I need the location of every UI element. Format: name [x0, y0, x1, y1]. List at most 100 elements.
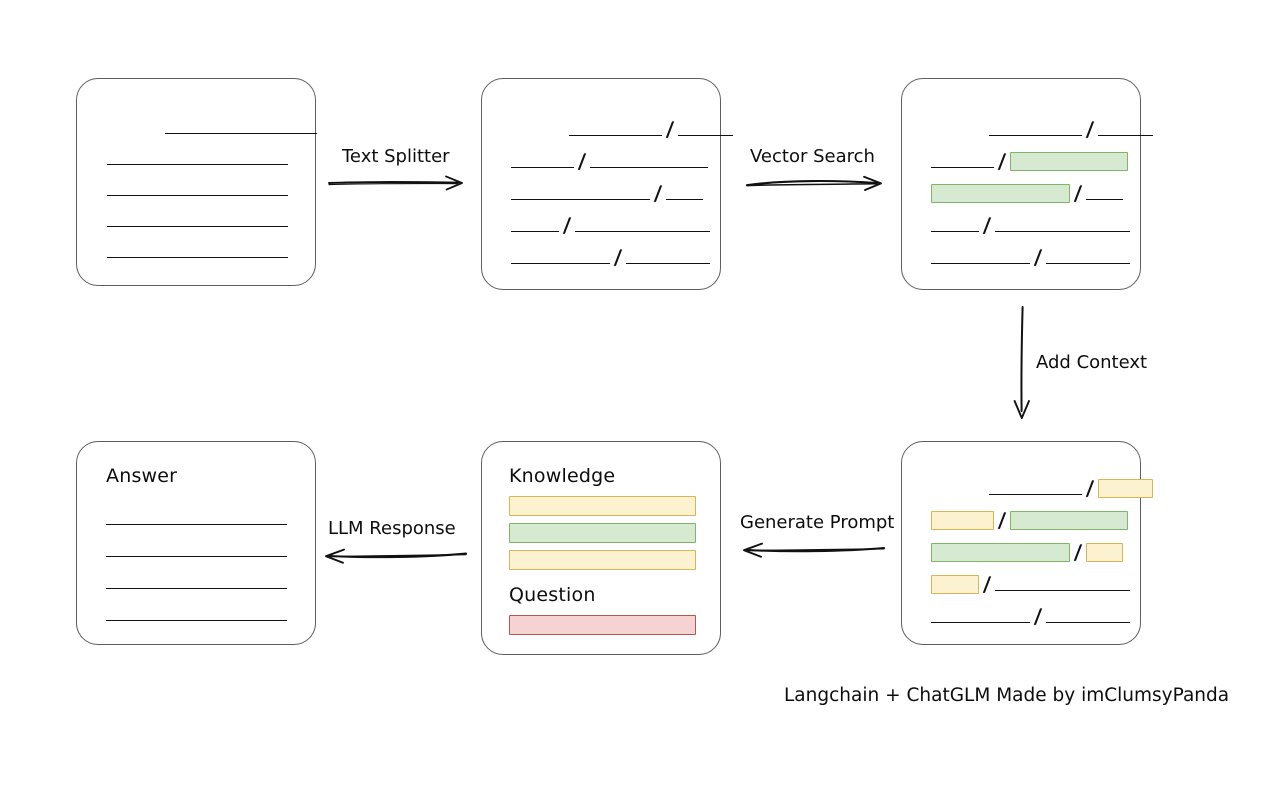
prompt-bar-red [509, 615, 696, 635]
highlight-segment-yellow [931, 510, 994, 530]
segment-divider: / [1033, 604, 1043, 628]
text-line: / [931, 213, 1130, 237]
text-segment [575, 219, 710, 233]
highlight-segment-yellow [1098, 478, 1153, 498]
segment-divider: / [562, 213, 572, 237]
text-line: / [511, 213, 710, 237]
arrow-llm-response: LLM Response [322, 518, 468, 564]
answer-label: Answer [106, 465, 178, 487]
arrow-generate-prompt-label: Generate Prompt [740, 512, 895, 533]
context-added-lines: / / / / / [902, 442, 1153, 644]
answer-box: Answer [76, 441, 316, 645]
arrow-text-splitter: Text Splitter [328, 146, 468, 192]
text-segment [931, 610, 1030, 624]
knowledge-label: Knowledge [509, 465, 616, 487]
source-document-lines [77, 79, 317, 285]
text-line: / [931, 540, 1123, 564]
highlight-segment-green [931, 183, 1070, 203]
segment-divider: / [665, 117, 675, 141]
text-line [106, 512, 287, 526]
text-line [106, 608, 287, 622]
text-segment [511, 251, 610, 265]
arrow-vector-search: Vector Search [745, 146, 886, 192]
text-segment [107, 152, 288, 166]
arrow-generate-prompt: Generate Prompt [740, 512, 894, 558]
text-segment [989, 482, 1082, 496]
arrow-add-context-glyph [1013, 306, 1030, 419]
arrow-vector-search-glyph [745, 175, 882, 191]
segment-divider: / [1085, 476, 1095, 500]
text-line [107, 183, 288, 197]
text-segment [626, 251, 710, 265]
answer-lines [77, 442, 315, 644]
text-line: / [931, 149, 1128, 173]
text-segment [678, 123, 733, 137]
text-line [107, 152, 288, 166]
highlight-segment-green [931, 542, 1070, 562]
question-bars [482, 442, 720, 654]
text-segment [107, 183, 288, 197]
highlight-segment-yellow [931, 574, 979, 594]
text-line: / [989, 117, 1153, 141]
text-segment [1086, 187, 1123, 201]
arrow-llm-response-label: LLM Response [328, 518, 456, 539]
text-segment [165, 121, 317, 135]
prompt-bar-yellow [509, 550, 696, 570]
arrow-text-splitter-label: Text Splitter [342, 146, 450, 167]
segment-divider: / [982, 213, 992, 237]
text-line [106, 576, 287, 590]
text-segment [1046, 251, 1130, 265]
text-line: / [931, 572, 1130, 596]
arrow-add-context: Add Context [1010, 305, 1160, 423]
segment-divider: / [1085, 117, 1095, 141]
text-segment [106, 512, 287, 526]
arrow-add-context-label: Add Context [1036, 352, 1148, 373]
text-segment [106, 608, 287, 622]
segment-divider: / [982, 572, 992, 596]
text-segment [931, 219, 979, 233]
text-segment [995, 219, 1130, 233]
text-segment [107, 245, 288, 259]
arrow-vector-search-label: Vector Search [750, 146, 875, 167]
text-segment [106, 576, 287, 590]
segment-divider: / [997, 508, 1007, 532]
diagram-caption: Langchain + ChatGLM Made by imClumsyPand… [784, 685, 1230, 706]
segment-divider: / [997, 149, 1007, 173]
segment-divider: / [1073, 540, 1083, 564]
highlight-segment-green [1010, 151, 1128, 171]
text-line [165, 121, 317, 135]
text-segment [1046, 610, 1130, 624]
text-line: / [989, 476, 1153, 500]
text-line: / [511, 245, 710, 269]
context-added-box: / / / / / [901, 441, 1153, 645]
text-line [107, 214, 288, 228]
prompt-box: Knowledge Question [481, 441, 721, 655]
text-segment [931, 155, 994, 169]
text-segment [106, 544, 287, 558]
text-segment [666, 187, 703, 201]
arrow-text-splitter-glyph [328, 175, 463, 191]
text-segment [569, 123, 662, 137]
text-line: / [931, 245, 1130, 269]
text-segment [107, 214, 288, 228]
text-segment [989, 123, 1082, 137]
text-line [106, 544, 287, 558]
text-segment [511, 219, 559, 233]
text-segment [1098, 123, 1153, 137]
text-segment [511, 155, 574, 169]
knowledge-bars [482, 442, 720, 654]
prompt-bar-yellow [509, 496, 696, 516]
text-line: / [569, 117, 733, 141]
highlight-segment-green [1010, 510, 1128, 530]
question-label: Question [509, 584, 596, 606]
segment-divider: / [1033, 245, 1043, 269]
text-line: / [931, 508, 1128, 532]
split-chunks-lines: ///// [482, 79, 733, 289]
text-line: / [511, 181, 703, 205]
vector-matches-box: / / / / / [901, 78, 1153, 290]
segment-divider: / [1073, 181, 1083, 205]
text-segment [590, 155, 708, 169]
segment-divider: / [613, 245, 623, 269]
source-document-box [76, 78, 317, 286]
vector-matches-lines: / / / / / [902, 79, 1153, 289]
